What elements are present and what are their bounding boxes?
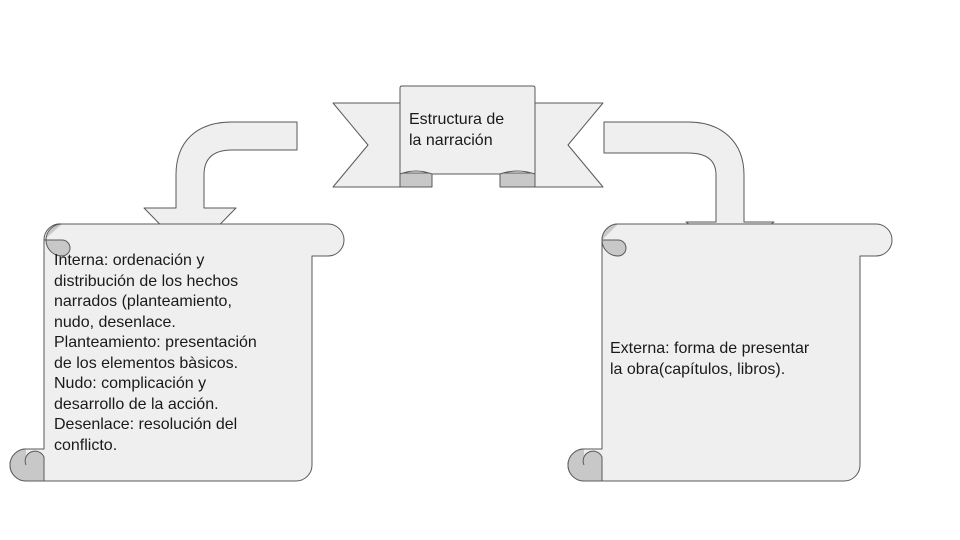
right-scroll-bottom-curl [567,448,603,482]
right-scroll-body [567,223,893,482]
left-scroll-body [9,223,345,482]
ribbon-center [399,85,536,175]
left-scroll-line: Nudo: complicación y [54,375,207,392]
right-scroll-top-curl [601,223,627,257]
left-scroll-line: de los elementos bàsicos. [54,354,239,372]
ribbon-right-fold [499,172,536,188]
right-scroll-line: la obra(capítulos, libros). [610,360,786,378]
left-scroll-line: Planteamiento: presentación [54,334,257,351]
ribbon-left-fold [399,172,433,188]
left-scroll-text: Interna: ordenación y distribución de lo… [54,251,257,456]
left-scroll-line: conflicto. [54,436,118,454]
right-scroll-shape [567,223,893,482]
left-scroll-top-curl [44,223,71,257]
left-scroll-line: distribución de los hechos [54,272,239,290]
title-label: Estructura de la narración [409,110,504,151]
left-scroll-line: narrados (planteamiento, [54,293,232,310]
title-line: Estructura de [409,111,505,128]
left-scroll-line: nudo, desenlace. [54,313,176,331]
ribbon-right-tail [534,102,604,188]
right-scroll-line: Externa: forma de presentar [610,340,810,357]
ribbon-left-tail [332,102,401,188]
right-scroll-text: Externa: forma de presentar la obra(capí… [610,339,809,380]
left-scroll-line: desarrollo de la acción. [54,395,219,413]
left-scroll-bottom-curl [9,448,45,482]
left-scroll-line: Interna: ordenación y [54,252,205,269]
title-ribbon [332,85,604,188]
left-scroll-line: Desenlace: resolución del [54,416,238,433]
left-scroll-shape [9,223,345,482]
title-line: la narración [409,131,493,149]
